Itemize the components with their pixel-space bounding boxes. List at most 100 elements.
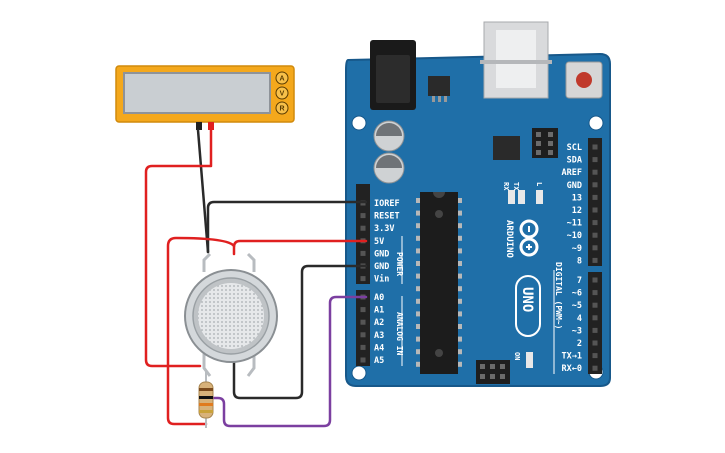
reset-button[interactable] <box>565 61 603 99</box>
pin-label: A1 <box>374 306 384 316</box>
chip-leg <box>458 198 462 203</box>
voltage-regulator <box>428 76 450 102</box>
pin-label: ~5 <box>572 301 582 311</box>
chip-leg <box>458 324 462 329</box>
header-pin[interactable] <box>360 357 366 363</box>
capacitor <box>373 152 405 184</box>
usb-chip <box>493 136 520 160</box>
mount-hole <box>588 115 604 131</box>
header-pin[interactable] <box>360 225 366 231</box>
digital-header-bottom[interactable] <box>588 272 602 374</box>
mode-button-v[interactable]: V <box>275 86 289 100</box>
header-pin[interactable] <box>592 194 598 200</box>
header-pin[interactable] <box>592 220 598 226</box>
analog-header[interactable] <box>356 290 370 366</box>
usb-connector <box>480 21 552 99</box>
chip-leg <box>416 248 420 254</box>
header-pin[interactable] <box>592 144 598 150</box>
wire-gnd-sensor[interactable] <box>206 200 368 254</box>
chip-leg <box>458 286 462 292</box>
pin-label: GND <box>374 249 389 259</box>
pin-label: GND <box>567 181 582 191</box>
pin-label: 12 <box>572 206 582 216</box>
header-pin[interactable] <box>592 302 598 308</box>
mode-button-a[interactable]: A <box>275 71 289 85</box>
pin-label: GND <box>374 262 389 272</box>
header-pin[interactable] <box>360 213 366 219</box>
multimeter[interactable]: A V R <box>115 65 295 130</box>
chip-leg <box>416 235 420 241</box>
pin-label: 2 <box>577 339 582 349</box>
header-pin[interactable] <box>360 276 366 282</box>
mode-button-a-label: A <box>279 76 284 83</box>
header-pin[interactable] <box>592 232 598 238</box>
header-pin[interactable] <box>592 290 598 296</box>
header-pin[interactable] <box>360 344 366 350</box>
header-pin[interactable] <box>592 207 598 213</box>
power-header[interactable] <box>356 184 370 284</box>
pin-label: ~11 <box>567 219 582 229</box>
arduino-brand-text: ARDUINO <box>504 220 514 259</box>
header-pin[interactable] <box>360 307 366 313</box>
pin-label: ~9 <box>572 244 582 254</box>
pin-label: RESET <box>374 212 400 222</box>
mode-button-r[interactable]: R <box>275 101 289 115</box>
header-pin[interactable] <box>360 319 366 325</box>
chip-leg <box>416 361 420 367</box>
digital-header-top[interactable] <box>588 138 602 266</box>
header-pin[interactable] <box>592 157 598 163</box>
pin-label: SCL <box>567 143 582 153</box>
chip-leg <box>458 210 462 216</box>
pin-label: A5 <box>374 356 384 366</box>
chip-leg <box>458 261 462 266</box>
wires <box>144 128 368 428</box>
mount-hole <box>351 365 367 381</box>
wire-meter-red[interactable] <box>144 128 213 368</box>
chip-leg <box>458 273 462 279</box>
gas-sensor[interactable] <box>184 252 278 377</box>
chip-leg <box>416 273 420 279</box>
wire-meter-black[interactable] <box>196 128 210 254</box>
resistor[interactable] <box>198 372 214 428</box>
wire-5v-resistor[interactable] <box>166 236 236 426</box>
l-led-label: L <box>535 182 543 186</box>
atmega-microcontroller <box>416 192 462 374</box>
pin-label: IOREF <box>374 199 400 209</box>
header-pin[interactable] <box>592 327 598 333</box>
header-pin[interactable] <box>592 277 598 283</box>
header-pin[interactable] <box>360 250 366 256</box>
chip-leg <box>416 223 420 229</box>
header-pin[interactable] <box>360 332 366 338</box>
probe-terminal-black[interactable] <box>196 122 202 130</box>
chip-leg <box>458 311 462 317</box>
wire-a0-signal[interactable] <box>204 295 368 428</box>
pin-label: ~3 <box>572 326 582 336</box>
header-pin[interactable] <box>592 353 598 359</box>
pin-label: TX→1 <box>562 352 582 362</box>
header-pin[interactable] <box>592 257 598 263</box>
capacitor <box>373 120 405 152</box>
pin-label: A0 <box>374 293 384 303</box>
header-pin[interactable] <box>592 182 598 188</box>
header-pin[interactable] <box>592 169 598 175</box>
rx-led: RX <box>502 182 525 204</box>
pin-label: 4 <box>577 314 582 324</box>
pin-label: ~10 <box>567 231 582 241</box>
tx-led: TX <box>508 182 520 204</box>
uno-text: UNO <box>519 287 535 312</box>
chip-leg <box>416 286 420 292</box>
header-pin[interactable] <box>592 365 598 371</box>
header-pin[interactable] <box>592 245 598 251</box>
multimeter-display <box>123 72 271 114</box>
pin-label: Vin <box>374 274 389 285</box>
arduino-uno-board[interactable]: TX RX L ON ARDUINO UNO <box>345 21 611 387</box>
header-pin[interactable] <box>592 340 598 346</box>
probe-terminal-red[interactable] <box>208 122 214 130</box>
wire-gnd-sensor-bottom[interactable] <box>232 264 368 400</box>
header-pin[interactable] <box>592 315 598 321</box>
chip-leg <box>416 298 420 304</box>
chip-leg <box>416 336 420 342</box>
chip-leg <box>416 349 420 355</box>
